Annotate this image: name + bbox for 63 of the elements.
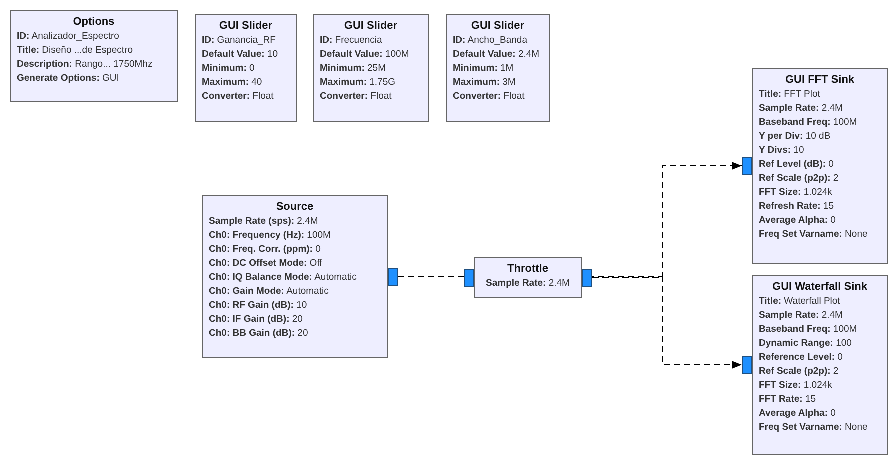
property-text: Reference Level: 0 — [759, 351, 844, 365]
block-title: GUI Slider — [470, 19, 526, 34]
property-text: Default Value: 2.4M — [453, 48, 541, 62]
property-text: Sample Rate (sps): 2.4M — [209, 215, 320, 229]
property-text: Ch0: Gain Mode: Automatic — [209, 285, 330, 299]
block-title: GUI Waterfall Sink — [772, 280, 868, 295]
property-text: Baseband Freq: 100M — [759, 116, 858, 130]
property-text: Freq Set Varname: None — [759, 228, 869, 242]
block-title: Source — [275, 200, 315, 215]
property-text: FFT Size: 1.024k — [759, 186, 834, 200]
property-text: Ch0: IQ Balance Mode: Automatic — [209, 271, 358, 285]
property-text: Baseband Freq: 100M — [759, 323, 858, 337]
block-box — [313, 14, 429, 122]
property-text: Title: Diseño ...de Espectro — [17, 44, 134, 58]
property-text: ID: Analizador_Espectro — [17, 30, 120, 44]
property-text: Converter: Float — [202, 90, 275, 104]
property-text: Ref Level (dB): 0 — [759, 158, 835, 172]
property-text: ID: Frecuencia — [320, 34, 384, 48]
property-text: Minimum: 0 — [202, 62, 256, 76]
property-text: Converter: Float — [320, 90, 393, 104]
block-title: Options — [72, 15, 116, 30]
property-text: ID: Ancho_Banda — [453, 34, 528, 48]
block-box — [10, 10, 178, 102]
property-text: Sample Rate: 2.4M — [485, 277, 571, 291]
block-box — [195, 14, 297, 122]
property-text: Converter: Float — [453, 90, 526, 104]
property-text: Ch0: BB Gain (dB): 20 — [209, 327, 310, 341]
property-text: Generate Options: GUI — [17, 72, 120, 86]
property-text: Maximum: 3M — [453, 76, 517, 90]
block-title: GUI Slider — [343, 19, 399, 34]
property-text: Title: Waterfall Plot — [759, 295, 842, 309]
property-text: Refresh Rate: 15 — [759, 200, 835, 214]
property-text: Y per Div: 10 dB — [759, 130, 832, 144]
property-text: FFT Size: 1.024k — [759, 379, 834, 393]
property-text: Average Alpha: 0 — [759, 407, 837, 421]
block-box — [446, 14, 550, 122]
property-text: Dynamic Range: 100 — [759, 337, 853, 351]
property-text: Default Value: 100M — [320, 48, 410, 62]
property-text: Average Alpha: 0 — [759, 214, 837, 228]
block-title: GUI Slider — [218, 19, 274, 34]
property-text: Maximum: 40 — [202, 76, 264, 90]
property-text: Description: Rango... 1750Mhz — [17, 58, 154, 72]
property-text: Default Value: 10 — [202, 48, 280, 62]
property-text: Ch0: RF Gain (dB): 10 — [209, 299, 308, 313]
property-text: FFT Rate: 15 — [759, 393, 818, 407]
block-title: Throttle — [506, 262, 550, 277]
property-text: Minimum: 25M — [320, 62, 387, 76]
property-text: Title: FFT Plot — [759, 88, 822, 102]
property-text: Maximum: 1.75G — [320, 76, 397, 90]
connector-arrow — [592, 277, 742, 369]
property-text: Y Divs: 10 — [759, 144, 806, 158]
block-title: GUI FFT Sink — [784, 73, 856, 88]
property-text: Ref Scale (p2p): 2 — [759, 365, 840, 379]
property-text: Freq Set Varname: None — [759, 421, 869, 435]
property-text: Ch0: IF Gain (dB): 20 — [209, 313, 304, 327]
property-text: Ch0: DC Offset Mode: Off — [209, 257, 324, 271]
property-text: Sample Rate: 2.4M — [759, 309, 844, 323]
property-text: Ch0: Freq. Corr. (ppm): 0 — [209, 243, 322, 257]
property-text: Minimum: 1M — [453, 62, 515, 76]
property-text: Sample Rate: 2.4M — [759, 102, 844, 116]
property-text: Ref Scale (p2p): 2 — [759, 172, 840, 186]
property-text: ID: Ganancia_RF — [202, 34, 277, 48]
property-text: Ch0: Frequency (Hz): 100M — [209, 229, 332, 243]
